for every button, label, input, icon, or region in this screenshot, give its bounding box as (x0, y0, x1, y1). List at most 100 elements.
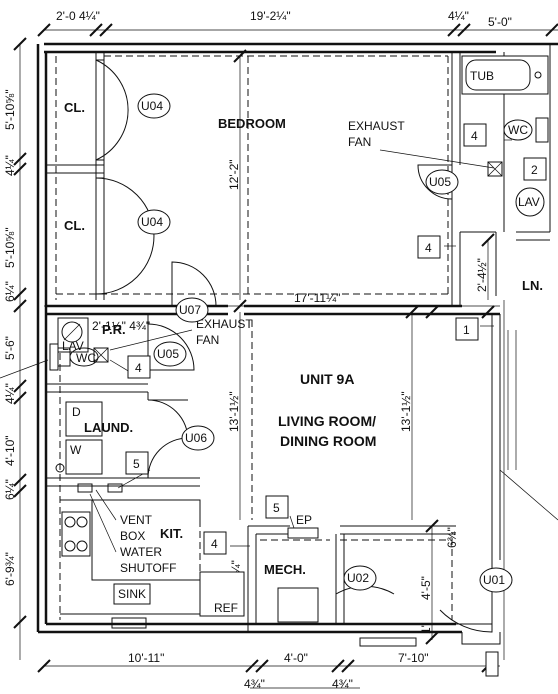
door-tag-laundry: U06 (181, 425, 215, 451)
room-linen: LN. (522, 278, 543, 293)
dryer-label: D (72, 405, 81, 419)
dashed-lines (55, 55, 453, 620)
room-mechanical: MECH. (264, 562, 306, 577)
note-water-line1: WATER (120, 545, 162, 559)
dim-left-1: 5'-10⅝" (3, 89, 17, 130)
dim-left-4: 6¼" (3, 281, 17, 302)
range (61, 511, 91, 557)
room-labels: CL. CL. BEDROOM P.R. LAUND. KIT. MECH. L… (64, 100, 543, 577)
tub (461, 55, 549, 95)
keynote-kitchen: 4 (203, 531, 227, 555)
note-exhaust-1-line1: EXHAUST (348, 119, 405, 133)
dim-mech-right: 4'-5" (419, 576, 433, 600)
dim-living-height-right: 13'-1½" (399, 391, 413, 432)
note-exhaust-1-line2: FAN (348, 135, 371, 149)
svg-text:4: 4 (425, 241, 432, 255)
dim-left-8: 6¼" (3, 479, 17, 500)
note-exhaust-2-line2: FAN (196, 333, 219, 347)
ref-label: REF (214, 601, 238, 615)
dim-top-2: 19'-2¼" (250, 9, 291, 23)
note-vent-line1: VENT (120, 513, 153, 527)
dim-top-1: 2'-0 4¼" (56, 9, 100, 23)
dim-bottom-2: 4'-0" (284, 651, 308, 665)
walls (36, 42, 558, 677)
room-closet-1: CL. (64, 100, 85, 115)
dim-bottom-right-small: 1' (419, 625, 433, 634)
dim-left-7: 4'-10" (3, 435, 17, 466)
room-living-line1: LIVING ROOM/ (278, 413, 376, 429)
door-tag-closet-2: U04 (137, 209, 171, 235)
pr-toilet (69, 347, 99, 367)
door-tag-bedroom: U07 (175, 297, 209, 323)
mech-unit (277, 587, 319, 623)
bath-lavatory (515, 187, 545, 217)
dim-pr-width: 2'-1½" 4¾" (92, 319, 150, 333)
dim-left-9: 6'-9¾" (3, 552, 17, 586)
svg-text:U06: U06 (185, 431, 207, 445)
svg-text:U04: U04 (141, 215, 163, 229)
door-tag-bath: U05 (425, 169, 459, 195)
room-laundry: LAUND. (84, 420, 133, 435)
pr-wc-label: WC (76, 351, 96, 365)
svg-text:2: 2 (531, 163, 538, 177)
dim-living-width: 17'-11¼" (294, 291, 340, 305)
dim-living-height-left: 13'-1½" (227, 391, 241, 432)
leaders (0, 139, 512, 553)
keynote-bath-door: 4 (417, 235, 441, 259)
ep-label: EP (296, 513, 312, 527)
room-kitchen: KIT. (160, 526, 183, 541)
dim-left-2: 4¼" (3, 155, 17, 176)
unit-title: UNIT 9A (300, 371, 354, 387)
keynote-bedroom: 4 (463, 123, 487, 147)
dryer (65, 401, 103, 437)
room-bedroom: BEDROOM (218, 116, 286, 131)
dim-left-5: 5'-6" (3, 336, 17, 360)
dim-bottom-3: 7'-10" (398, 651, 429, 665)
room-living-line2: DINING ROOM (280, 433, 376, 449)
note-water-line2: SHUTOFF (120, 561, 176, 575)
bath-lav-label: LAV (518, 195, 540, 209)
dim-left-6: 4¼" (3, 383, 17, 404)
keynote-bath: 2 (523, 157, 547, 181)
svg-text:5: 5 (273, 501, 280, 515)
svg-text:U05: U05 (157, 347, 179, 361)
keynotes: 4 4 2 1 4 5 5 4 (125, 123, 547, 555)
electric-panel (287, 527, 319, 539)
note-vent-line2: BOX (120, 529, 145, 543)
svg-text:U04: U04 (141, 99, 163, 113)
dim-top-4: 5'-0" (488, 15, 512, 29)
keynote-mech: 5 (265, 495, 289, 519)
fixtures: TUB WC LAV LAV WC D W (49, 55, 549, 647)
dim-bath-small: 2'-4½" (475, 258, 489, 292)
washer-label: W (70, 443, 82, 457)
dim-bottom-5: 4¾" (332, 677, 353, 691)
sink-label: SINK (118, 587, 146, 601)
notes: EXHAUST FAN EXHAUST FAN VENT BOX WATER S… (120, 119, 405, 575)
keynote-powder: 4 (127, 355, 151, 379)
refrigerator (199, 571, 245, 617)
doors (95, 59, 493, 633)
svg-text:U07: U07 (179, 303, 201, 317)
tub-label: TUB (470, 69, 494, 83)
svg-text:4: 4 (471, 129, 478, 143)
svg-text:5: 5 (133, 457, 140, 471)
note-exhaust-2-line1: EXHAUST (196, 317, 253, 331)
keynote-living: 1 (455, 317, 479, 341)
dim-bedroom-height: 12'-2" (227, 159, 241, 190)
door-tags: U04 U04 U05 U07 U05 U06 U02 U01 (137, 93, 513, 593)
bath-toilet (503, 119, 533, 141)
door-tag-closet-1: U04 (137, 93, 171, 119)
room-powder: P.R. (102, 322, 126, 337)
door-tag-mech: U02 (343, 565, 377, 591)
door-tag-powder: U05 (153, 341, 187, 367)
svg-text:4: 4 (211, 537, 218, 551)
bath-wc-label: WC (508, 123, 528, 137)
dim-mech-top: 6¾" (445, 527, 459, 548)
svg-text:U05: U05 (429, 175, 451, 189)
keynote-laundry: 5 (125, 451, 149, 475)
pr-lav-label: LAV (62, 339, 84, 353)
door-tag-entry: U01 (479, 567, 513, 593)
sink (113, 583, 151, 605)
svg-text:U01: U01 (483, 573, 505, 587)
dim-left-3: 5'-10⅝" (3, 227, 17, 268)
